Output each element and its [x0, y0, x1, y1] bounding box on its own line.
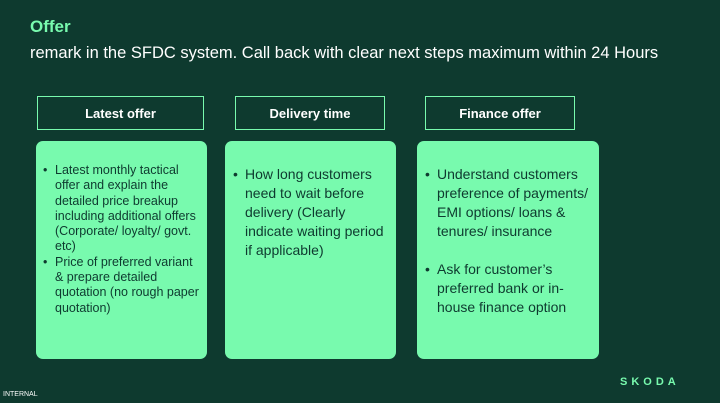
delivery-time-list: How long customers need to wait before d…: [233, 165, 390, 260]
finance-offer-card: Understand customers preference of payme…: [417, 141, 599, 359]
finance-offer-bullet-1: Understand customers preference of payme…: [425, 165, 593, 241]
finance-offer-bullet-2: Ask for customer’s preferred bank or in-…: [425, 260, 593, 317]
latest-offer-list: Latest monthly tactical offer and explai…: [43, 163, 199, 316]
latest-offer-card: Latest monthly tactical offer and explai…: [36, 141, 207, 359]
delivery-time-bullet-1: How long customers need to wait before d…: [233, 165, 390, 260]
latest-offer-bullet-2: Price of preferred variant & prepare det…: [43, 255, 199, 316]
slide-title: Offer: [30, 17, 71, 36]
slide-subtitle: remark in the SFDC system. Call back wit…: [30, 44, 659, 62]
finance-offer-list: Understand customers preference of payme…: [425, 165, 593, 317]
delivery-time-header: Delivery time: [235, 96, 385, 130]
latest-offer-bullet-1: Latest monthly tactical offer and explai…: [43, 163, 199, 255]
skoda-logo: SKODA: [620, 376, 680, 388]
finance-offer-header: Finance offer: [425, 96, 575, 130]
latest-offer-header: Latest offer: [37, 96, 204, 130]
classification-label: INTERNAL: [3, 391, 38, 398]
delivery-time-card: How long customers need to wait before d…: [225, 141, 396, 359]
